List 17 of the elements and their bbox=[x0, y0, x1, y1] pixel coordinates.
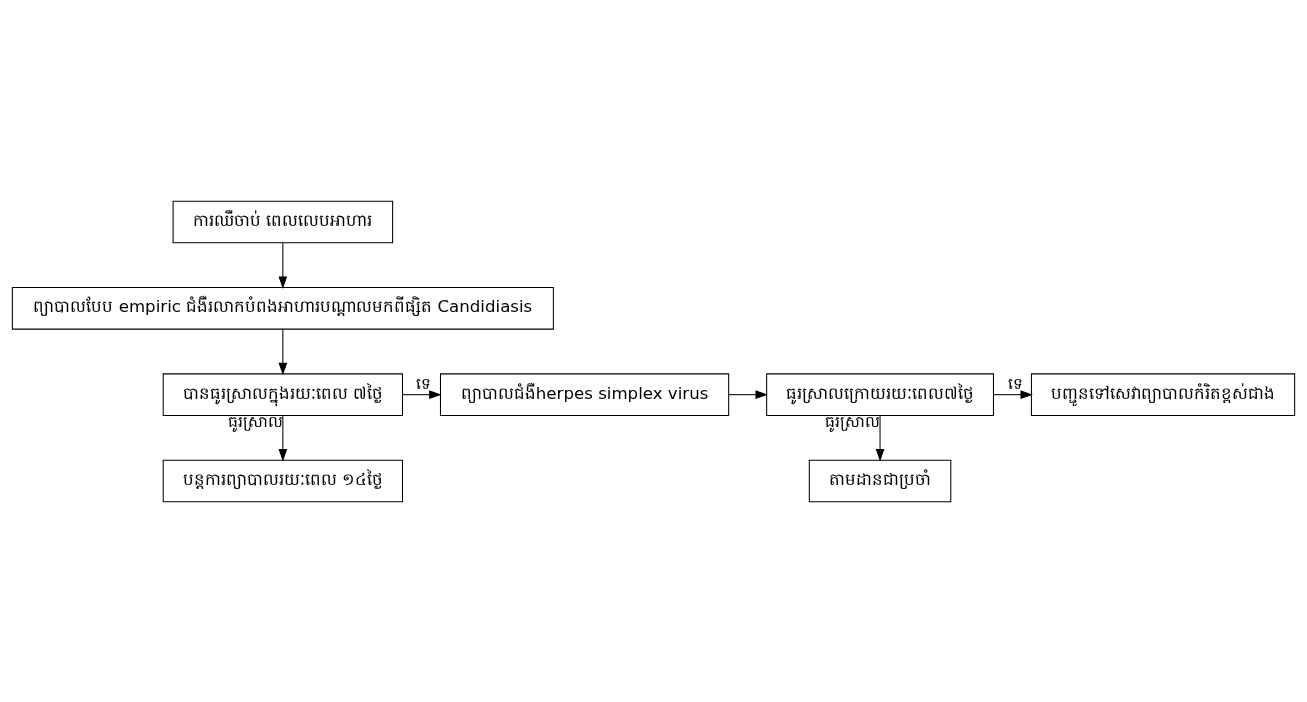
arrow bbox=[278, 328, 288, 375]
edge-label: ទេ bbox=[416, 374, 432, 393]
arrow bbox=[278, 241, 288, 289]
node-box: បានធូរស្រាលក្នុងរយៈពេល ៧ថ្ងៃ bbox=[162, 372, 403, 416]
arrow bbox=[875, 414, 885, 462]
arrow bbox=[728, 389, 768, 399]
node-box: បន្តការព្យាបាលរយៈពេល ១៤ថ្ងៃ bbox=[162, 459, 403, 502]
arrow bbox=[402, 389, 442, 399]
node-box: តាមដានជាប្រចាំ bbox=[808, 459, 952, 502]
node-box: ការឈឺចាប់ ពេលលេបអាហារ bbox=[172, 200, 394, 243]
arrow bbox=[278, 414, 288, 462]
node-box: បញ្ជូនទៅសេវាព្យាបាលកំរិតខ្ពស់ជាង bbox=[1030, 372, 1296, 416]
node-box: ធូរស្រាលក្រោយរយៈពេល៧ថ្ងៃ bbox=[766, 372, 994, 416]
node-box: ព្យាបាលជំងឺherpes simplex virus bbox=[439, 372, 730, 416]
edge-label: ទេ bbox=[1007, 374, 1023, 393]
arrow bbox=[993, 389, 1033, 399]
node-box: ព្យាបាលបែប empiric ជំងឺរលាកបំពងអាហារបណ្តាលមកពីផ្សិត Candidiasis bbox=[11, 286, 554, 330]
